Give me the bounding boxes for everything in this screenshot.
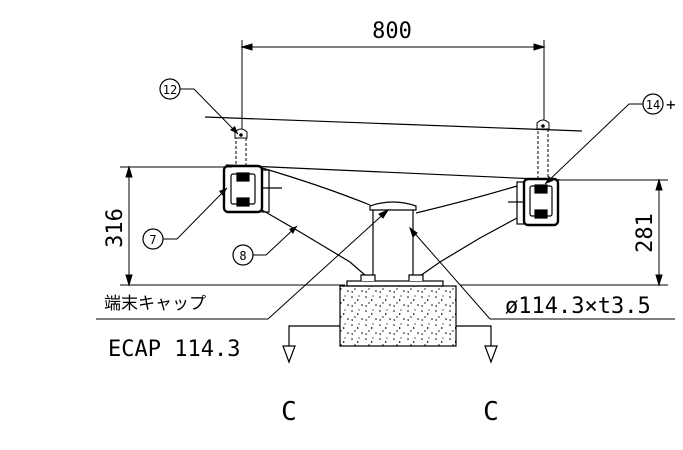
concrete-foundation	[339, 285, 457, 347]
bracket-cap-top	[236, 172, 250, 182]
arrow-top	[125, 165, 133, 178]
arrow-top	[655, 178, 663, 191]
bolt-hole	[239, 133, 243, 137]
support-arms	[261, 167, 518, 277]
right-height-value: 281	[633, 213, 658, 253]
section-arrow-left	[282, 345, 296, 364]
callout-number: 8	[239, 249, 246, 263]
right-arm-lower	[419, 217, 518, 277]
callout-leader	[544, 103, 643, 185]
section-left	[288, 325, 340, 362]
end-cap-arrow	[378, 208, 390, 219]
bolt-left	[234, 128, 248, 167]
bracket-cap-bottom	[534, 209, 548, 219]
right-arm-upper	[415, 185, 518, 214]
anchor-nut-right	[408, 274, 424, 281]
bracket-cap-bottom	[236, 197, 250, 207]
post	[369, 201, 417, 278]
section-right	[456, 325, 492, 362]
width-dimension	[240, 40, 546, 130]
end-cap-japanese-label: 端末キャップ	[104, 294, 206, 314]
bolt-right	[536, 119, 550, 180]
bolt-shank	[235, 137, 247, 167]
section-arrow-right	[484, 345, 498, 364]
end-cap	[369, 201, 417, 211]
plate	[346, 280, 444, 287]
right-height-dimension	[460, 178, 668, 287]
arrow-bottom	[655, 274, 663, 287]
bolt-shank	[537, 128, 549, 180]
left-height-dimension	[120, 165, 345, 287]
pipe-spec-leader	[409, 227, 491, 320]
lower-rail-line	[225, 164, 561, 181]
pipe-spec-label: ø114.3×t3.5	[505, 294, 651, 319]
end-cap-leader	[267, 209, 389, 320]
section-mark-left: C	[281, 397, 297, 427]
callout-number: 14	[646, 98, 660, 112]
callout-suffix: +	[666, 95, 676, 114]
callout-8: 8	[232, 225, 298, 266]
callout-arrow	[219, 188, 227, 196]
upper-rail-line	[204, 116, 583, 132]
section-mark-right: C	[483, 397, 499, 427]
callout-number: 12	[163, 83, 177, 97]
left-rail-bracket	[222, 164, 282, 214]
callout-leader	[163, 187, 228, 240]
left-height-value: 316	[103, 208, 128, 248]
arrow-left	[240, 43, 253, 51]
callout-7: 7	[142, 187, 228, 250]
arrow-right	[533, 43, 546, 51]
callout-arrow	[545, 176, 553, 184]
section-cut-line	[282, 325, 498, 364]
left-arm-lower	[261, 209, 367, 277]
arrow-bottom	[125, 274, 133, 287]
callout-leader	[253, 225, 298, 256]
end-cap-code-label: ECAP 114.3	[108, 337, 240, 362]
callout-12: 12	[159, 78, 239, 135]
label-leaders	[96, 208, 675, 320]
callout-14: 14 +	[544, 93, 676, 185]
left-arm-upper	[261, 167, 371, 206]
callout-arrow	[289, 226, 297, 234]
pipe-spec-arrow	[409, 226, 418, 238]
bolt-hole	[541, 124, 545, 128]
right-rail-bracket	[508, 177, 560, 227]
callout-leader	[180, 88, 239, 135]
rail-lines	[204, 116, 583, 181]
clamp-plate	[516, 181, 525, 225]
callout-arrow	[230, 126, 238, 134]
callout-number: 7	[149, 233, 156, 247]
bracket-cap-top	[534, 184, 548, 194]
anchor-nut-left	[360, 274, 376, 281]
width-dimension-value: 800	[372, 19, 412, 44]
base-plate	[346, 274, 444, 287]
